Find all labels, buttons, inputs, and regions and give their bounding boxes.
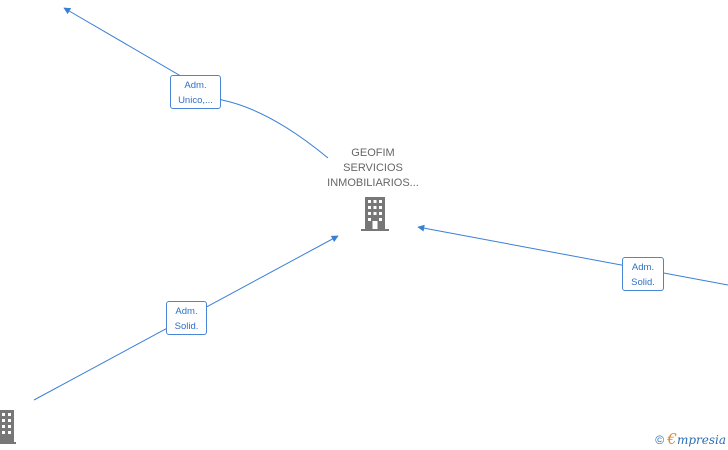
brand-name: mpresia [676, 433, 726, 447]
edge-label-line1: Adm. [175, 306, 198, 317]
edge-label-line1: Adm. [184, 80, 207, 91]
brand-e-glyph: € [667, 430, 677, 448]
edge-line-solid-right [417, 224, 728, 286]
edge-label-line2: Solid. [174, 321, 199, 332]
center-node-name-line1: GEOFIM [351, 147, 395, 159]
copyright-symbol: © [655, 433, 665, 447]
edge-line-unico [63, 7, 329, 159]
center-node-name[interactable]: GEOFIM SERVICIOS INMOBILIARIOS... [318, 146, 428, 191]
building-icon[interactable] [361, 197, 389, 231]
building-icon-partial[interactable] [0, 410, 16, 444]
edge-label-adm-solid-left[interactable]: Adm. Solid. [166, 301, 207, 335]
center-node-name-line2: SERVICIOS [343, 162, 403, 174]
edge-label-line1: Adm. [631, 262, 655, 273]
edge-label-adm-solid-right[interactable]: Adm. Solid. [622, 257, 664, 291]
edge-label-line2: Unico,... [178, 95, 213, 106]
center-node-name-line3: INMOBILIARIOS... [327, 177, 419, 189]
edge-label-adm-unico[interactable]: Adm. Unico,... [170, 75, 221, 109]
edge-label-line2: Solid. [631, 277, 655, 288]
empresia-watermark: © €mpresia [655, 430, 726, 448]
